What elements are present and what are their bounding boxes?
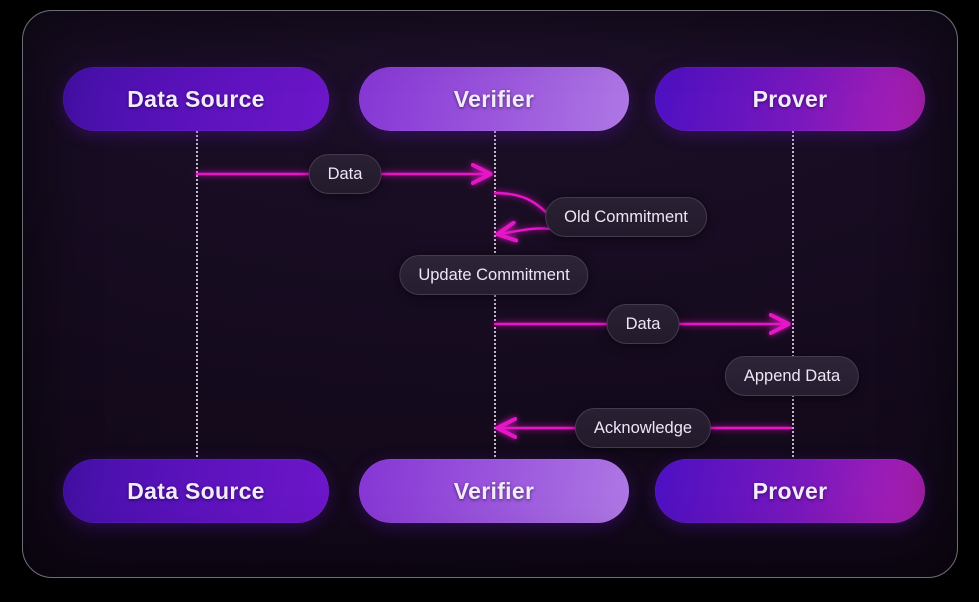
actor-box-data-source-bottom[interactable]: Data Source <box>63 459 329 523</box>
actor-label-prover-top: Prover <box>752 85 828 112</box>
actor-box-prover-bottom[interactable]: Prover <box>655 459 925 523</box>
message-label-data-2: Data <box>606 304 680 344</box>
message-label-acknowledge: Acknowledge <box>574 408 712 448</box>
arrow-verifier-self-loop-out <box>493 191 552 218</box>
lifeline-data-source <box>196 127 198 469</box>
diagram-canvas: Data Source Verifier Prover Data Old Com… <box>23 11 957 577</box>
actor-label-prover-bottom: Prover <box>752 477 828 504</box>
actor-box-verifier-top[interactable]: Verifier <box>359 67 629 131</box>
arrow-verifier-self-loop-back <box>499 228 552 234</box>
note-label-append-data: Append Data <box>724 356 860 396</box>
note-label-update-commitment: Update Commitment <box>399 255 589 295</box>
diagram-frame: Data Source Verifier Prover Data Old Com… <box>22 10 958 578</box>
actor-label-verifier-top: Verifier <box>453 85 535 112</box>
actor-label-verifier-bottom: Verifier <box>453 477 535 504</box>
actor-box-data-source-top[interactable]: Data Source <box>63 67 329 131</box>
actor-box-verifier-bottom[interactable]: Verifier <box>359 459 629 523</box>
message-label-data-1: Data <box>308 154 382 194</box>
actor-label-data-source-top: Data Source <box>127 85 265 112</box>
lifeline-prover <box>792 127 794 469</box>
lifeline-verifier <box>494 127 496 469</box>
actor-box-prover-top[interactable]: Prover <box>655 67 925 131</box>
actor-label-data-source-bottom: Data Source <box>127 477 265 504</box>
message-label-old-commitment: Old Commitment <box>545 197 707 237</box>
